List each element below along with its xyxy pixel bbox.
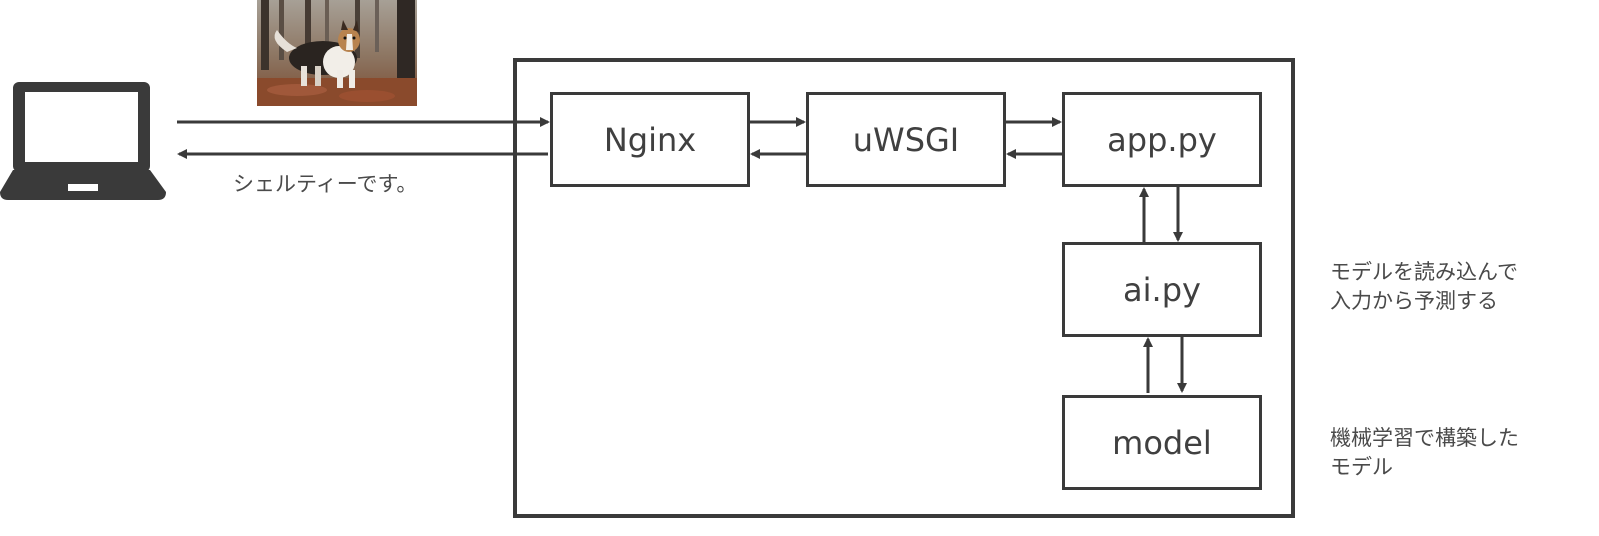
- ai-annotation: モデルを読み込んで 入力から予測する: [1330, 260, 1518, 313]
- laptop-icon: [0, 82, 166, 200]
- ai-box: ai.py: [1062, 242, 1262, 337]
- model-box: model: [1062, 395, 1262, 490]
- uwsgi-label: uWSGI: [852, 120, 960, 159]
- model-label: model: [1112, 423, 1212, 462]
- uwsgi-box: uWSGI: [806, 92, 1006, 187]
- model-annotation: 機械学習で構築した モデル: [1330, 426, 1519, 479]
- app-box: app.py: [1062, 92, 1262, 187]
- app-label: app.py: [1107, 120, 1217, 159]
- sheltie-dog-photo: [257, 0, 417, 106]
- nginx-label: Nginx: [603, 120, 697, 159]
- ai-label: ai.py: [1123, 270, 1201, 309]
- nginx-box: Nginx: [550, 92, 750, 187]
- response-annotation: シェルティーです。: [233, 172, 418, 196]
